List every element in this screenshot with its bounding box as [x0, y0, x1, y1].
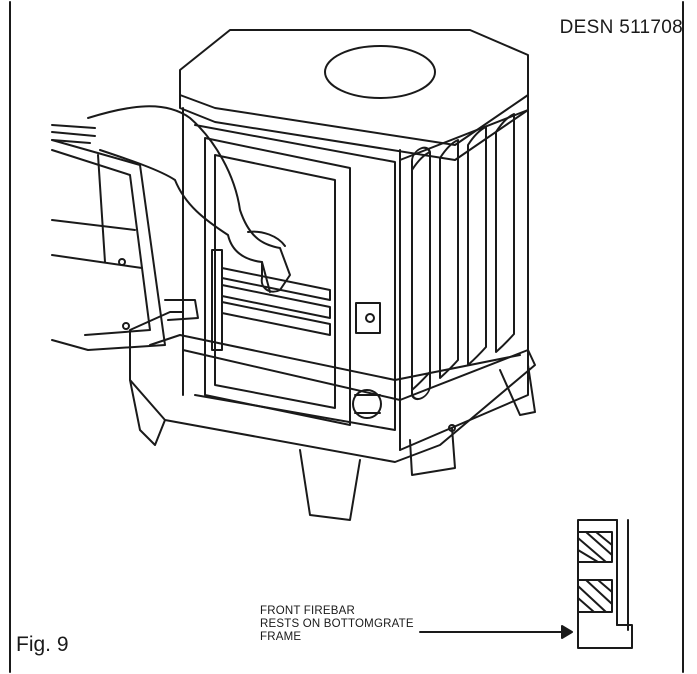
drawing-code-label: DESN 511708 [559, 17, 683, 38]
hand-arm [87, 105, 291, 293]
leg-front-left [129, 379, 166, 446]
callout-line-2: RESTS ON BOTTOMGRATE [260, 618, 414, 630]
frame-border [9, 1, 684, 673]
stove-top-plate [179, 29, 529, 161]
stove-body-front [182, 107, 401, 451]
figure-caption: Fig. 9 [16, 633, 69, 656]
stove-side-panel [399, 109, 529, 451]
callout-line-3: FRAME [260, 631, 302, 643]
air-control-knob [352, 389, 382, 419]
firebars [211, 249, 331, 351]
firebar-section-detail [577, 519, 633, 649]
callout-arrow [419, 625, 573, 639]
leg-back-right [499, 364, 536, 416]
callout-line-1: FRONT FIREBAR [260, 605, 356, 617]
stove-base [129, 311, 536, 521]
hotplate-disc [324, 45, 436, 99]
leg-front-right [299, 449, 361, 521]
callout-label: FRONT FIREBAR RESTS ON BOTTOMGRATE FRAME [260, 605, 414, 644]
tool-hanger [409, 427, 456, 476]
door-catch [355, 302, 381, 334]
open-door [51, 124, 199, 351]
